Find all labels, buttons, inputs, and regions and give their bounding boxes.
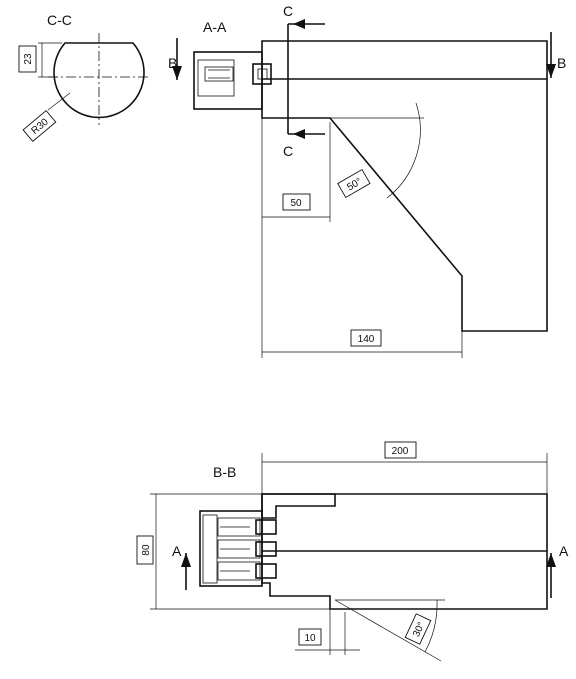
aa-body-outline: [261, 40, 548, 332]
bb-angle-slope-line: [334, 599, 442, 662]
section-label-cc: C-C: [47, 12, 72, 28]
bb-dim-10: 10: [304, 633, 316, 644]
bb-body-outline: [261, 493, 548, 610]
section-view-aa: A-A B B C C 50: [168, 3, 566, 358]
aa-dim-box-50deg: [337, 168, 371, 199]
section-view-bb: B-B A A: [136, 441, 569, 662]
bb-angle-arc-30: [424, 599, 438, 653]
aa-cut-b-left-label: B: [168, 55, 177, 71]
aa-cut-c-top-label: C: [283, 3, 293, 19]
aa-tool-holder: [193, 51, 263, 110]
cc-dim-23: 23: [23, 53, 34, 65]
bb-cut-a-left-arrow: [181, 553, 191, 567]
cc-dim-box-r30: [22, 109, 57, 142]
bb-dim-200: 200: [392, 446, 409, 457]
bb-cut-a-left-label: A: [172, 543, 182, 559]
aa-nozzle-core: [257, 68, 268, 80]
aa-dim-box-50: [282, 193, 311, 211]
bb-screw-3: [217, 561, 277, 581]
aa-cut-b-right-arrow: [546, 64, 556, 78]
bb-cut-a-right-arrow: [546, 553, 556, 567]
aa-angle-arc-50: [386, 102, 421, 199]
aa-cut-c-top-arrow: [293, 19, 305, 29]
bb-screw-2: [217, 539, 277, 559]
cc-dim-leader-r30: [47, 92, 71, 111]
aa-dim-box-140: [350, 329, 382, 347]
aa-nozzle: [252, 63, 272, 85]
cc-section-outline: [53, 42, 145, 119]
aa-cut-b-left-arrow: [172, 66, 182, 80]
bb-top-step: [261, 493, 336, 519]
aa-cut-c-bottom-label: C: [283, 143, 293, 159]
bb-tool-holder: [199, 510, 263, 587]
bb-dim-box-80: [136, 535, 154, 565]
aa-cut-b-right-label: B: [557, 55, 566, 71]
section-label-aa: A-A: [203, 19, 227, 35]
bb-dim-80: 80: [141, 544, 152, 556]
aa-dim-140: 140: [358, 334, 375, 345]
bb-dim-box-200: [384, 441, 417, 459]
aa-dim-50: 50: [290, 198, 302, 209]
bb-dim-box-10: [298, 628, 322, 646]
aa-screw-body: [204, 66, 234, 82]
bb-holder-hatch: [202, 514, 218, 584]
bb-screw-1: [217, 517, 277, 537]
aa-cut-c-bottom-arrow: [293, 129, 305, 139]
aa-holder-hatch: [197, 59, 235, 97]
bb-dim-box-30deg: [404, 613, 432, 645]
cc-dim-box-23: [18, 45, 37, 73]
section-view-cc: C-C 23 R30: [18, 12, 150, 142]
section-label-bb: B-B: [213, 464, 236, 480]
bb-cut-a-right-label: A: [559, 543, 569, 559]
